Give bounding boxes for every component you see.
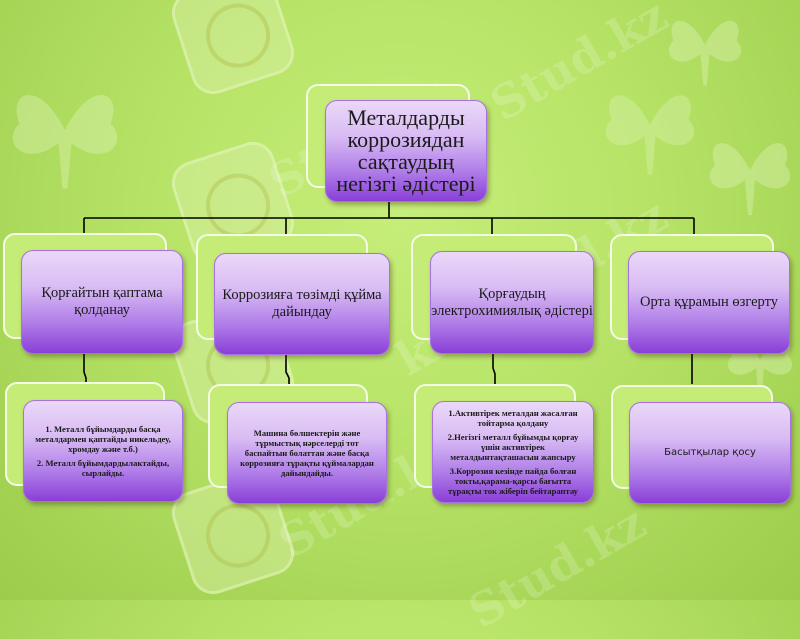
detail-item: Басытқылар қосу (664, 447, 756, 458)
detail-item: 1. Металл бұйымдарды басқа металдармен қ… (35, 424, 171, 454)
butterfly-decoration-icon (668, 20, 742, 86)
root-node-label: Металдарды коррозиядан сақтаудың негізгі… (336, 105, 476, 196)
detail-item: 3.Коррозия кезінде пайда болған токты,қа… (448, 466, 578, 496)
root-node: Металдарды коррозиядан сақтаудың негізгі… (325, 100, 487, 202)
branch-label: Қорғаудың электрохимиялық әдістері (431, 285, 593, 319)
detail-item: 2.Негізгі металл бұйымды қорғау үшін акт… (447, 432, 579, 462)
branch-node-environment: Орта құрамын өзгерту (628, 251, 790, 354)
detail-node-protective-coating: 1. Металл бұйымдарды басқа металдармен қ… (23, 400, 183, 502)
butterfly-decoration-icon (605, 95, 695, 175)
branch-node-protective-coating: Қорғайтын қаптама қолданау (21, 250, 183, 354)
detail-item: Машина бөлшектерін және тұрмыстық нәрсел… (240, 428, 374, 478)
branch-label: Коррозияға төзімді құйма дайындау (222, 287, 382, 320)
branch-label: Орта құрамын өзгерту (639, 294, 778, 310)
detail-item: 1.Активтірек металдан жасалған тойтарма … (448, 408, 578, 428)
detail-node-resistant-alloy: Машина бөлшектерін және тұрмыстық нәрсел… (227, 402, 387, 504)
detail-node-environment: Басытқылар қосу (629, 402, 791, 504)
detail-item: 2. Металл бұйымдардылактайды, сырлайды. (36, 458, 170, 478)
butterfly-decoration-icon (12, 95, 118, 189)
branch-node-resistant-alloy: Коррозияға төзімді құйма дайындау (214, 253, 390, 355)
detail-node-electrochemical: 1.Активтірек металдан жасалған тойтарма … (432, 401, 594, 503)
branch-node-electrochemical: Қорғаудың электрохимиялық әдістері (430, 251, 594, 354)
connector-lines (83, 200, 695, 384)
butterfly-decoration-icon (709, 143, 791, 215)
branch-label: Қорғайтын қаптама қолданау (41, 285, 163, 318)
